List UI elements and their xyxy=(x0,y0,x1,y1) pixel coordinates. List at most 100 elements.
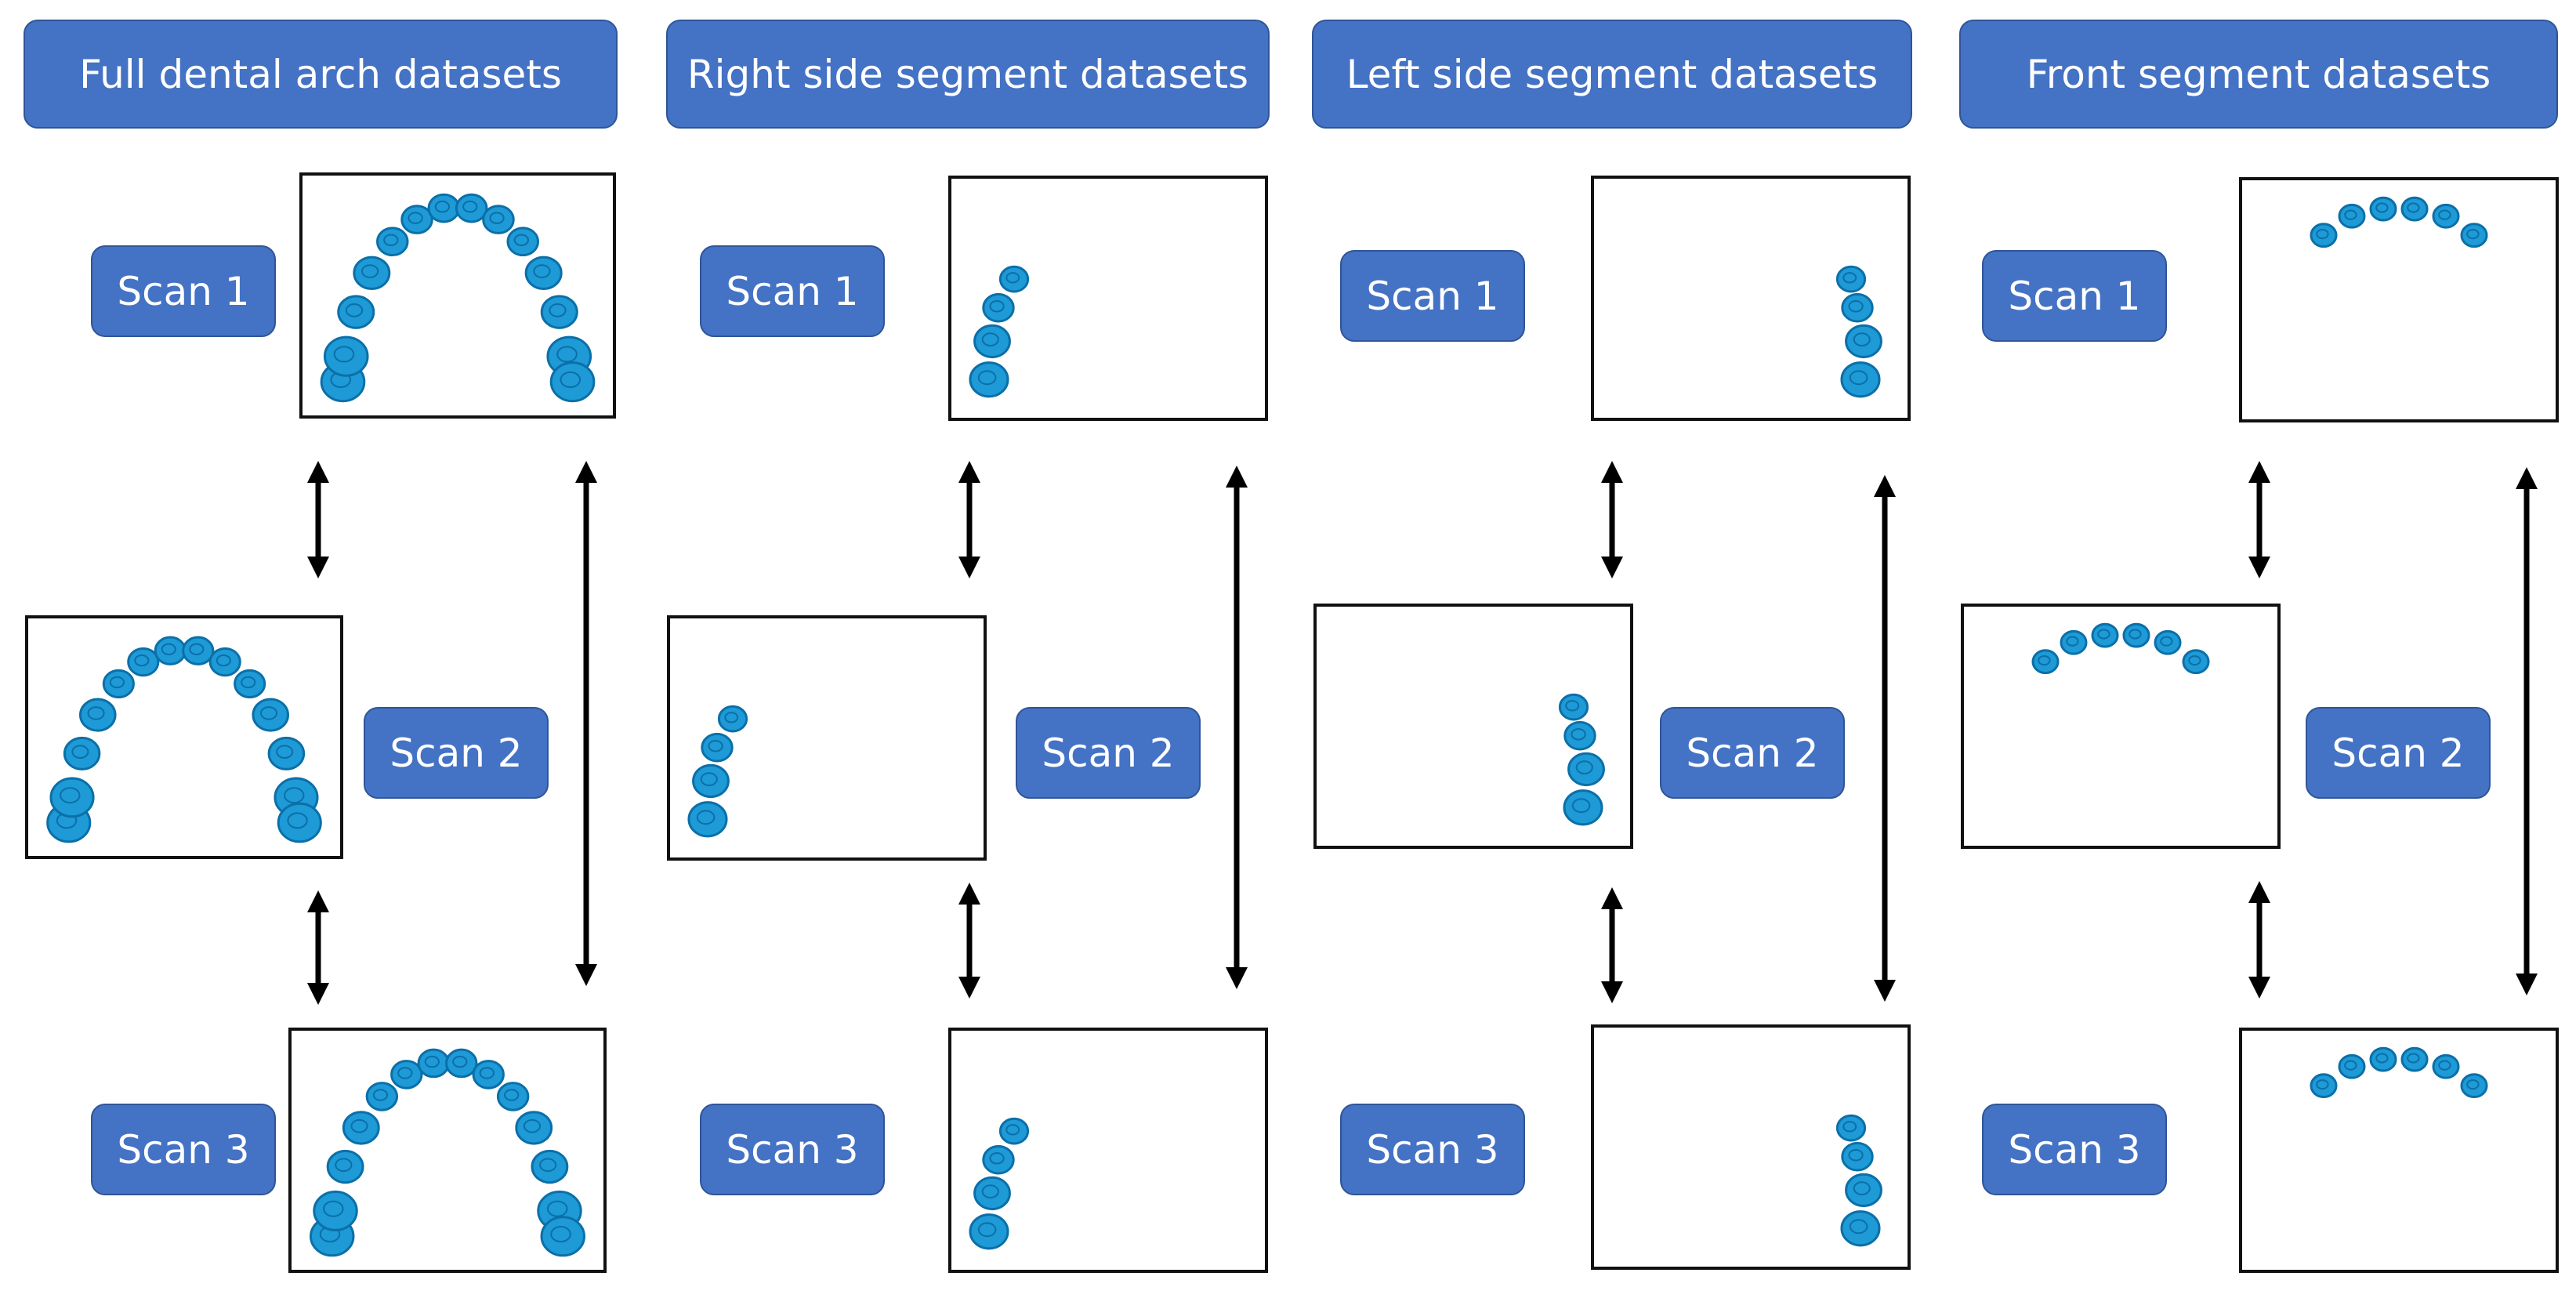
tooth-shape xyxy=(252,698,289,732)
tooth-shape xyxy=(2432,1053,2460,1079)
arrow-right-1-2 xyxy=(958,461,980,578)
tooth-shape xyxy=(1563,720,1596,751)
tooth-shape xyxy=(1563,789,1603,826)
scan-label-front-1: Scan 1 xyxy=(1982,250,2167,342)
tooth-shape xyxy=(63,736,101,770)
tooth-shape xyxy=(79,698,117,732)
tooth-shape xyxy=(323,335,369,377)
tooth-shape xyxy=(267,736,306,770)
tooth-shape xyxy=(506,227,540,257)
header-front-segment: Front segment datasets xyxy=(1959,20,2558,129)
tooth-shape xyxy=(496,1082,530,1111)
arrow-left-1-3 xyxy=(1874,475,1896,1002)
arrow-full-2-3 xyxy=(307,890,329,1005)
tooth-shape xyxy=(1840,1210,1881,1247)
tooth-shape xyxy=(2338,1053,2366,1079)
teeth-scan-illustration xyxy=(687,705,748,838)
scan-label-left-1: Scan 1 xyxy=(1340,250,1525,342)
scan-image-right-2 xyxy=(667,615,987,861)
scan-label-right-1: Scan 1 xyxy=(700,245,885,337)
tooth-shape xyxy=(2460,1073,2488,1099)
tooth-shape xyxy=(2031,649,2060,675)
teeth-scan-illustration xyxy=(320,193,596,403)
tooth-shape xyxy=(524,256,563,291)
tooth-shape xyxy=(353,256,391,291)
scan-label-front-3: Scan 3 xyxy=(1982,1104,2167,1195)
tooth-shape xyxy=(365,1082,399,1111)
tooth-shape xyxy=(717,705,748,733)
tooth-shape xyxy=(540,295,578,329)
tooth-shape xyxy=(1841,292,1874,323)
tooth-shape xyxy=(701,732,734,763)
tooth-shape xyxy=(2091,622,2119,648)
tooth-shape xyxy=(692,763,730,799)
tooth-shape xyxy=(455,193,488,223)
scan-label-left-3: Scan 3 xyxy=(1340,1104,1525,1195)
arrow-front-1-3 xyxy=(2516,467,2538,995)
tooth-shape xyxy=(2369,1046,2397,1072)
teeth-scan-illustration xyxy=(2031,622,2210,675)
teeth-scan-illustration xyxy=(2310,1046,2488,1099)
teeth-scan-illustration xyxy=(969,1117,1030,1250)
scan-image-left-1 xyxy=(1591,176,1911,421)
tooth-shape xyxy=(234,669,266,699)
tooth-shape xyxy=(445,1048,478,1079)
teeth-scan-illustration xyxy=(1558,693,1605,826)
scan-image-right-3 xyxy=(948,1028,1268,1273)
tooth-shape xyxy=(1835,1114,1867,1142)
header-right-segment: Right side segment datasets xyxy=(666,20,1270,129)
tooth-shape xyxy=(1841,1141,1874,1172)
tooth-shape xyxy=(1840,361,1881,398)
arrow-front-1-2 xyxy=(2248,461,2270,578)
tooth-shape xyxy=(1845,324,1882,359)
arrow-left-2-3 xyxy=(1601,887,1623,1003)
tooth-shape xyxy=(982,292,1015,323)
teeth-scan-illustration xyxy=(2310,196,2488,248)
tooth-shape xyxy=(2460,223,2488,248)
header-left-segment: Left side segment datasets xyxy=(1312,20,1912,129)
tooth-shape xyxy=(127,647,160,677)
tooth-shape xyxy=(472,1060,505,1090)
tooth-shape xyxy=(375,227,409,257)
tooth-shape xyxy=(326,1149,364,1184)
scan-label-left-2: Scan 2 xyxy=(1660,707,1845,799)
tooth-shape xyxy=(2154,629,2182,655)
tooth-shape xyxy=(973,1176,1011,1211)
scan-label-front-2: Scan 2 xyxy=(2306,707,2491,799)
tooth-shape xyxy=(277,802,322,843)
tooth-shape xyxy=(531,1149,569,1184)
tooth-shape xyxy=(2369,196,2397,222)
tooth-shape xyxy=(49,777,95,818)
scan-image-front-3 xyxy=(2239,1028,2559,1273)
scan-label-full-1: Scan 1 xyxy=(91,245,276,337)
tooth-shape xyxy=(1835,265,1867,293)
tooth-shape xyxy=(208,647,241,677)
tooth-shape xyxy=(313,1190,358,1231)
scan-image-left-2 xyxy=(1313,604,1633,849)
teeth-scan-illustration xyxy=(1835,1114,1882,1247)
tooth-shape xyxy=(687,801,728,838)
tooth-shape xyxy=(342,1111,380,1145)
scan-image-full-3 xyxy=(288,1028,607,1273)
tooth-shape xyxy=(2338,203,2366,229)
tooth-shape xyxy=(1845,1173,1882,1208)
scan-label-full-2: Scan 2 xyxy=(364,707,549,799)
tooth-shape xyxy=(969,1213,1009,1250)
tooth-shape xyxy=(2432,203,2460,229)
teeth-scan-illustration xyxy=(1835,265,1882,398)
tooth-shape xyxy=(390,1060,423,1090)
arrow-right-1-3 xyxy=(1226,466,1248,989)
tooth-shape xyxy=(337,295,375,329)
arrow-full-1-3 xyxy=(575,461,597,986)
tooth-shape xyxy=(2122,622,2150,648)
scan-image-left-3 xyxy=(1591,1024,1911,1270)
tooth-shape xyxy=(2182,649,2210,675)
tooth-shape xyxy=(1567,752,1605,787)
tooth-shape xyxy=(982,1144,1015,1175)
teeth-scan-illustration xyxy=(310,1048,585,1257)
teeth-scan-illustration xyxy=(46,636,322,843)
tooth-shape xyxy=(482,205,515,234)
tooth-shape xyxy=(1558,693,1589,721)
scan-image-full-1 xyxy=(299,172,616,419)
teeth-scan-illustration xyxy=(969,265,1030,398)
